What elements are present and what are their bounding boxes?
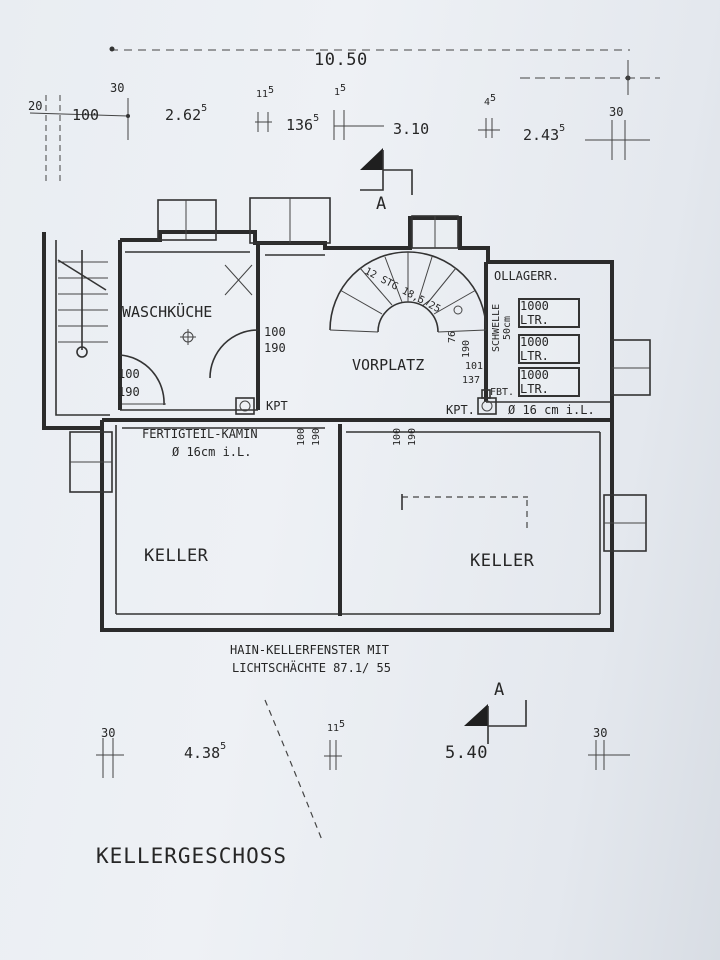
chimney-symbols bbox=[235, 389, 497, 415]
top-dimension-lines bbox=[29, 46, 660, 185]
dim-11-top: 115 bbox=[256, 85, 275, 100]
room-label-ollager: OLLAGERR. bbox=[494, 269, 560, 283]
dim-540: 5.40 bbox=[445, 743, 488, 763]
door-dim-100-d: 100 bbox=[392, 427, 403, 446]
dim-310: 3.10 bbox=[393, 120, 430, 138]
dim-136: 1365 bbox=[286, 113, 320, 134]
room-label-waschkueche: WASCHKÜCHE bbox=[122, 303, 213, 321]
exterior-stair bbox=[57, 250, 108, 358]
dim-30-bottom-right: 30 bbox=[593, 726, 608, 740]
room-label-keller-left: KELLER bbox=[144, 546, 209, 566]
door-dim-100-a: 100 bbox=[264, 325, 286, 339]
dim-30-left: 30 bbox=[110, 81, 125, 95]
door-dim-100-c: 100 bbox=[296, 427, 307, 446]
section-mark-top bbox=[360, 148, 413, 195]
drawing-title: KELLERGESCHOSS bbox=[96, 844, 288, 868]
door-dim-190-c: 190 bbox=[311, 427, 322, 446]
chimney-label: FERTIGTEIL-KAMIN bbox=[142, 427, 258, 441]
dim-101: 101 bbox=[465, 361, 484, 372]
interior-walls bbox=[120, 245, 610, 411]
stair-door-76: 76 bbox=[447, 330, 458, 343]
window-note-line-2: LICHTSCHÄCHTE 87.1/ 55 bbox=[232, 661, 391, 675]
window-wells bbox=[69, 197, 651, 552]
stair-door-190: 190 bbox=[461, 339, 472, 358]
door-dim-190-b: 190 bbox=[118, 385, 140, 399]
dim-4-top: 45 bbox=[484, 93, 497, 108]
room-label-vorplatz: VORPLATZ bbox=[352, 356, 425, 374]
door-dim-100-b: 100 bbox=[118, 367, 140, 381]
oil-tank-3: 1000 LTR. bbox=[518, 367, 580, 397]
exterior-walls bbox=[42, 216, 614, 632]
door-dim-190-d: 190 bbox=[407, 427, 418, 446]
bottom-dimension-lines bbox=[96, 699, 630, 841]
dim-30-bottom-left: 30 bbox=[101, 726, 116, 740]
total-width-label: 10.50 bbox=[314, 50, 368, 70]
window-note-line-1: HAIN-KELLERFENSTER MIT bbox=[230, 643, 389, 657]
dim-243: 2.435 bbox=[523, 123, 566, 144]
kpt-label-1: KPT bbox=[266, 399, 288, 413]
dim-137: 137 bbox=[462, 375, 481, 386]
dim-30-right: 30 bbox=[609, 105, 624, 119]
kpt-label-2: KPT. bbox=[446, 403, 475, 417]
door-swings bbox=[119, 264, 259, 406]
room-label-keller-right: KELLER bbox=[470, 551, 535, 571]
oil-tank-2: 1000 LTR. bbox=[518, 334, 580, 364]
spiral-stair bbox=[329, 251, 487, 333]
fbt-label: FBT. bbox=[490, 387, 515, 398]
threshold-label: SCHWELLE bbox=[491, 303, 502, 352]
beam-outline bbox=[401, 494, 528, 530]
dim-438: 4.385 bbox=[184, 741, 227, 762]
chimney-diameter: Ø 16cm i.L. bbox=[172, 445, 252, 459]
section-mark-bottom bbox=[464, 700, 527, 744]
section-label-top: A bbox=[376, 194, 387, 214]
section-label-bottom: A bbox=[494, 680, 505, 700]
dim-20: 20 bbox=[28, 99, 43, 113]
threshold-size: 50cm bbox=[502, 315, 513, 340]
kpt-diameter: Ø 16 cm i.L. bbox=[508, 403, 595, 417]
dim-11-bottom: 115 bbox=[327, 719, 346, 734]
dim-262: 2.625 bbox=[165, 103, 208, 124]
door-dim-190-a: 190 bbox=[264, 341, 286, 355]
dim-1-top: 15 bbox=[334, 83, 347, 98]
dim-100: 100 bbox=[72, 106, 100, 124]
oil-tank-1: 1000 LTR. bbox=[518, 298, 580, 328]
